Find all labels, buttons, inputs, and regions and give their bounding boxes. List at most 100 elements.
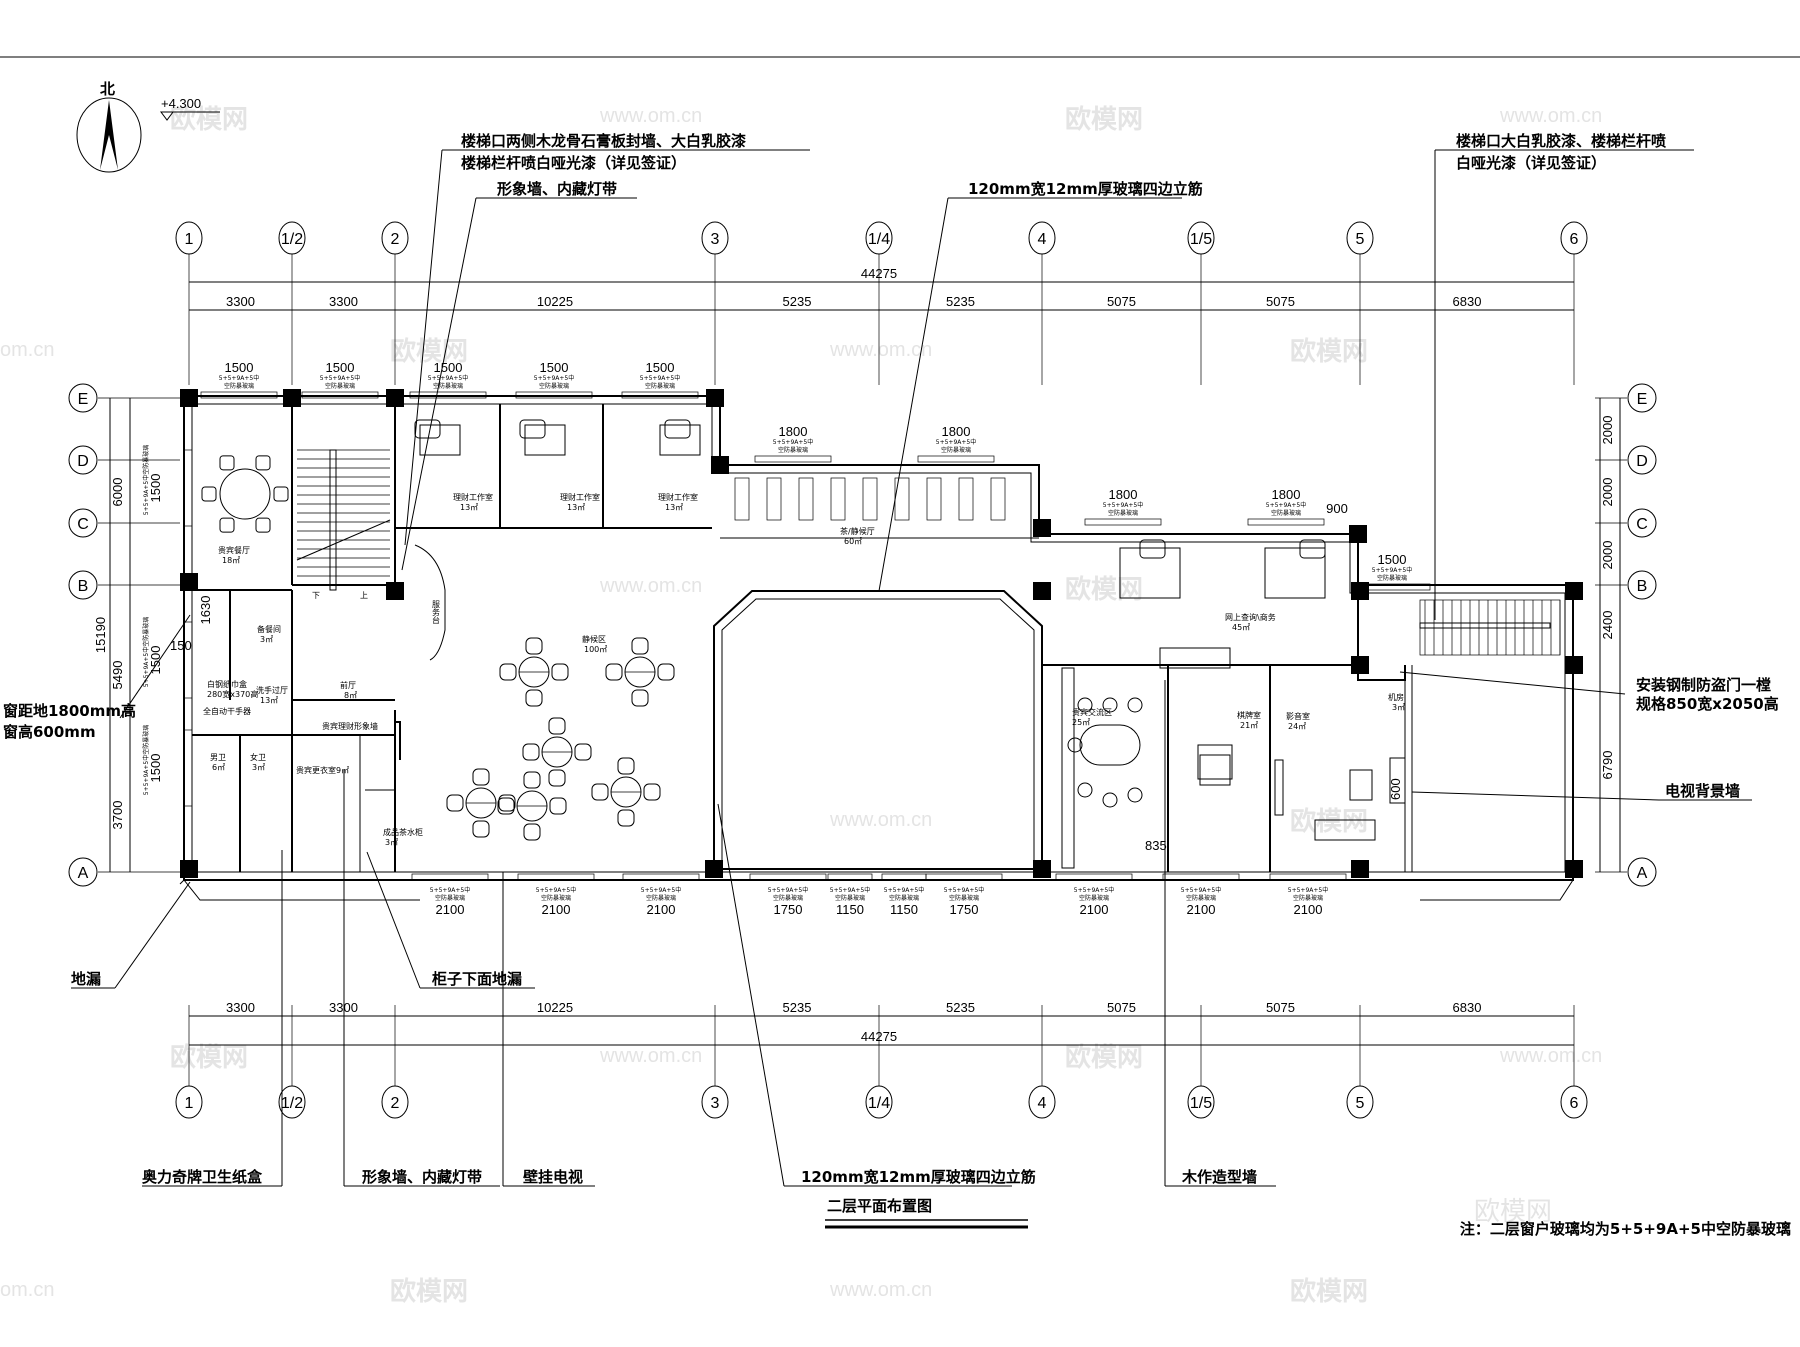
tea-seat [958,477,974,521]
window-spec: 空防暴玻璃 [435,894,465,902]
column [180,573,198,591]
window-spec: 空防暴玻璃 [941,446,971,454]
svg-text:120mm宽12mm厚玻璃四边立筋: 120mm宽12mm厚玻璃四边立筋 [968,180,1203,198]
column [1033,860,1051,878]
window-width: 1800 [1109,487,1138,502]
window-spec: 空防暴玻璃 [645,382,675,390]
svg-text:柜子下面地漏: 柜子下面地漏 [431,970,522,988]
chair [1102,697,1118,713]
window-spec: 5+5+9A+5中 [830,886,870,894]
svg-text:形象墙、内藏灯带: 形象墙、内藏灯带 [497,180,617,198]
window-spec: 5+5+9A+5中 [641,886,681,894]
column [1351,656,1369,674]
chair [472,768,490,786]
axis-label: 2 [391,231,400,248]
window-spec: 空防暴玻璃 [1108,509,1138,517]
svg-text:网上查询\商务: 网上查询\商务 [1225,612,1276,622]
column [706,389,724,407]
column [386,389,404,407]
dimension-value: 600 [1388,778,1403,800]
office-chair [1139,539,1166,559]
axis-label: 5 [1356,231,1365,248]
svg-text:欧模网: 欧模网 [390,336,468,367]
window-spec: 空防暴玻璃 [1377,574,1407,582]
window-spec: 5+5+9A+5中 [884,886,924,894]
axis-bubble [68,570,98,600]
window-spec: 空防暴玻璃 [539,382,569,390]
north-arrow-icon: 北 [76,80,142,173]
chair [548,717,566,735]
dimension-value: 2000 [1600,541,1615,570]
svg-text:洗手过厅: 洗手过厅 [256,685,288,695]
chair [499,663,517,681]
column [180,860,198,878]
dimension-value: 5075 [1266,1000,1295,1015]
window-spec: 空防暴玻璃 [646,894,676,902]
axis-label: C [77,516,89,533]
axis-label: A [78,865,89,882]
window-spec: 空防暴玻璃 [325,382,355,390]
axis-bubble [68,445,98,475]
chair [522,743,540,761]
axis-bubble [1627,508,1657,538]
dimension-value: 2000 [1600,478,1615,507]
svg-text:楼梯口大白乳胶漆、楼梯栏杆喷: 楼梯口大白乳胶漆、楼梯栏杆喷 [1456,132,1666,150]
window-width: 1500 [646,360,675,375]
svg-text:楼梯栏杆喷白哑光漆（详见签证）: 楼梯栏杆喷白哑光漆（详见签证） [461,154,686,172]
window-spec: 5+5+9A+5中 [219,374,259,382]
dimension-value: 6790 [1600,751,1615,780]
svg-text:欧模网: 欧模网 [1290,336,1368,367]
svg-text:贵宾交流区: 贵宾交流区 [1072,707,1112,717]
svg-text:欧模网: 欧模网 [170,104,248,135]
dimension-value: 10225 [537,1000,573,1015]
window-spec: 5+5+9A+5中空防暴玻璃 [142,725,150,795]
window-width: 1500 [540,360,569,375]
column [1033,519,1051,537]
chair [525,637,543,655]
svg-text:6㎡: 6㎡ [212,763,225,772]
window-spec: 5+5+9A+5中空防暴玻璃 [142,445,150,515]
axis-label: C [1636,516,1648,533]
svg-text:贵宾更衣室: 贵宾更衣室 [296,765,336,775]
axis-label: 1/5 [1190,231,1212,248]
window-spec: 空防暴玻璃 [1293,894,1323,902]
column [1351,582,1369,600]
tea-seat [990,477,1006,521]
svg-text:www.om.cn: www.om.cn [829,809,932,831]
svg-text:木作造型墙: 木作造型墙 [1181,1168,1257,1186]
chair [643,783,661,801]
axis-bubble [1627,570,1657,600]
svg-text:理财工作室: 理财工作室 [453,492,493,502]
svg-text:21㎡: 21㎡ [1240,721,1258,730]
window-spec: 空防暴玻璃 [889,894,919,902]
svg-text:电视背景墙: 电视背景墙 [1665,782,1740,800]
column [1349,525,1367,543]
window-width: 2100 [542,902,571,917]
window-spec: 5+5+9A+5中 [936,438,976,446]
svg-text:理财工作室: 理财工作室 [560,492,600,502]
dimension-value: 2000 [1600,416,1615,445]
window-width: 1800 [779,424,808,439]
axis-label: 1 [185,231,194,248]
dimension-value: 3300 [226,294,255,309]
window-spec: 5+5+9A+5中 [534,374,574,382]
tea-seat [830,477,846,521]
chair [617,809,635,827]
axis-bubble [1627,857,1657,887]
window-width: 1750 [950,902,979,917]
svg-text:www.om.cn: www.om.cn [829,339,932,361]
svg-text:3㎡: 3㎡ [385,838,398,847]
window-width: 1750 [774,902,803,917]
svg-text:备餐间: 备餐间 [257,624,281,634]
glass-note: 注：二层窗户玻璃均为5+5+9A+5中空防暴玻璃 [1460,1220,1791,1238]
svg-text:白钢纸巾盒: 白钢纸巾盒 [207,679,247,689]
svg-text:欧模网: 欧模网 [1065,104,1143,135]
svg-text:100㎡: 100㎡ [584,645,607,654]
staircase [296,449,1561,656]
dimension-value: 1630 [198,596,213,625]
dimension-value: 1500 [148,474,163,503]
svg-text:欧模网: 欧模网 [1065,1042,1143,1073]
svg-text:静候区: 静候区 [582,634,606,644]
chair [1077,782,1093,798]
